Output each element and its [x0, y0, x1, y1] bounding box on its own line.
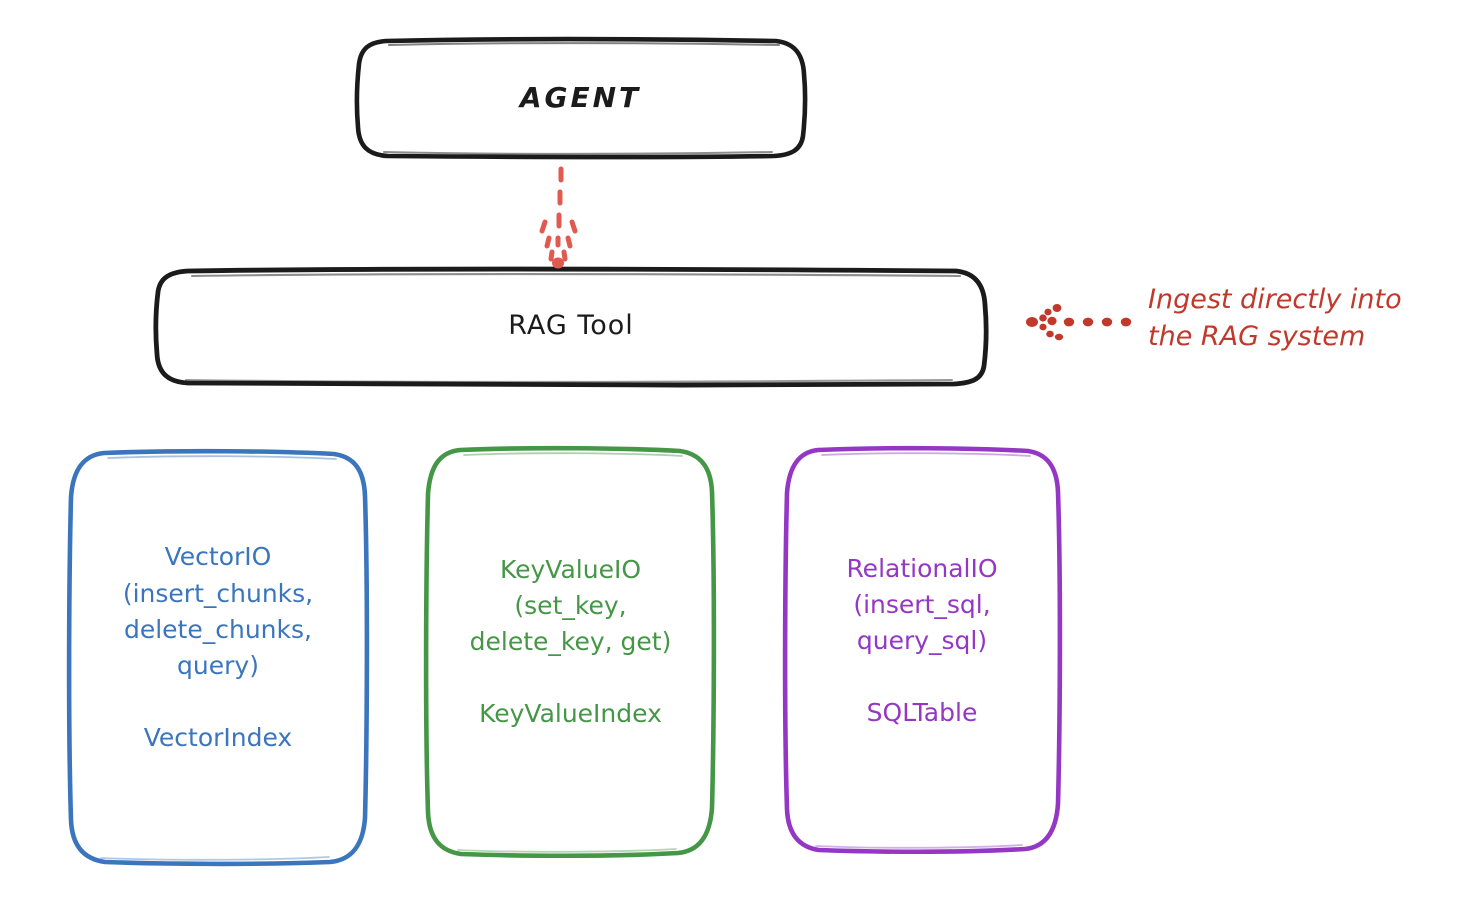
node-key-value-io[interactable]: KeyValueIO (set_key, delete_key, get) Ke…	[428, 449, 713, 855]
ingest-arrow-connector	[1026, 304, 1132, 341]
vector-io-api-label: VectorIO (insert_chunks, delete_chunks, …	[122, 542, 314, 681]
node-rag-tool-label: RAG Tool	[508, 310, 634, 342]
key-value-io-api-label: KeyValueIO (set_key, delete_key, get)	[469, 554, 672, 657]
vector-io-index-label: VectorIndex	[143, 723, 293, 753]
node-rag-tool[interactable]: RAG Tool	[157, 270, 985, 383]
key-value-io-index-label: KeyValueIndex	[479, 699, 662, 729]
node-agent-label: AGENT	[519, 80, 642, 114]
agent-to-rag-tool-connector	[539, 166, 578, 269]
relational-io-index-label: SQLTable	[866, 698, 978, 728]
key-value-io-content: KeyValueIO (set_key, delete_key, get) Ke…	[470, 552, 672, 733]
annotation-ingest-text: Ingest directly into the RAG system	[1148, 284, 1402, 353]
vector-io-content: VectorIO (insert_chunks, delete_chunks, …	[123, 539, 313, 756]
relational-io-api-label: RelationalIO (insert_sql, query_sql)	[846, 553, 998, 656]
node-relational-io[interactable]: RelationalIO (insert_sql, query_sql) SQL…	[786, 449, 1058, 853]
node-agent[interactable]: AGENT	[357, 40, 804, 155]
node-vector-io[interactable]: VectorIO (insert_chunks, delete_chunks, …	[70, 452, 366, 864]
relational-io-content: RelationalIO (insert_sql, query_sql) SQL…	[846, 551, 997, 732]
